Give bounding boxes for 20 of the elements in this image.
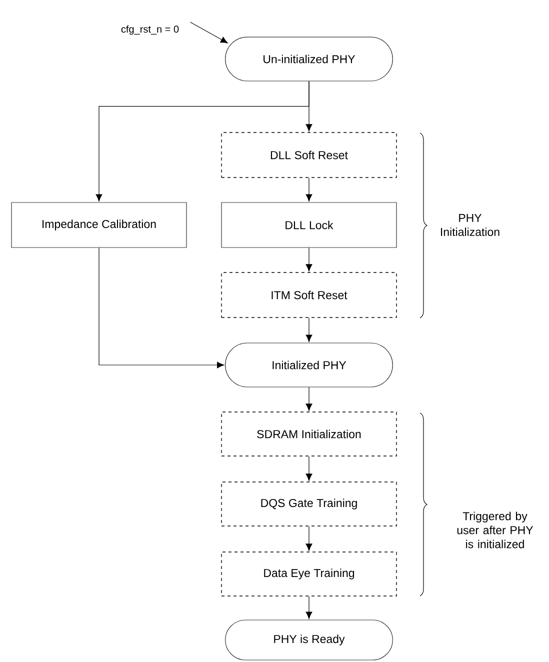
arrow (306, 387, 312, 411)
process-box: ITM Soft Reset (221, 272, 397, 318)
signal-label: cfg_rst_n = 0 (121, 25, 179, 35)
arrow (96, 81, 310, 202)
process-box: DLL Lock (221, 202, 397, 248)
arrow (306, 318, 312, 342)
bracket-label: Triggered by user after PHY is initialized (457, 512, 534, 548)
arrow (190, 22, 228, 44)
process-box: SDRAM Initialization (221, 412, 397, 456)
arrow (306, 526, 312, 551)
process-box: DLL Soft Reset (221, 132, 397, 178)
arrow (306, 456, 312, 481)
arrow (306, 178, 312, 202)
process-box: DQS Gate Training (221, 482, 397, 526)
bracket-label: PHY Initialization (441, 214, 500, 236)
arrow (306, 248, 312, 272)
process-box: Data Eye Training (221, 552, 397, 596)
process-box: Impedance Calibration (11, 202, 187, 248)
arrow (98, 248, 224, 368)
arrow (306, 596, 312, 619)
